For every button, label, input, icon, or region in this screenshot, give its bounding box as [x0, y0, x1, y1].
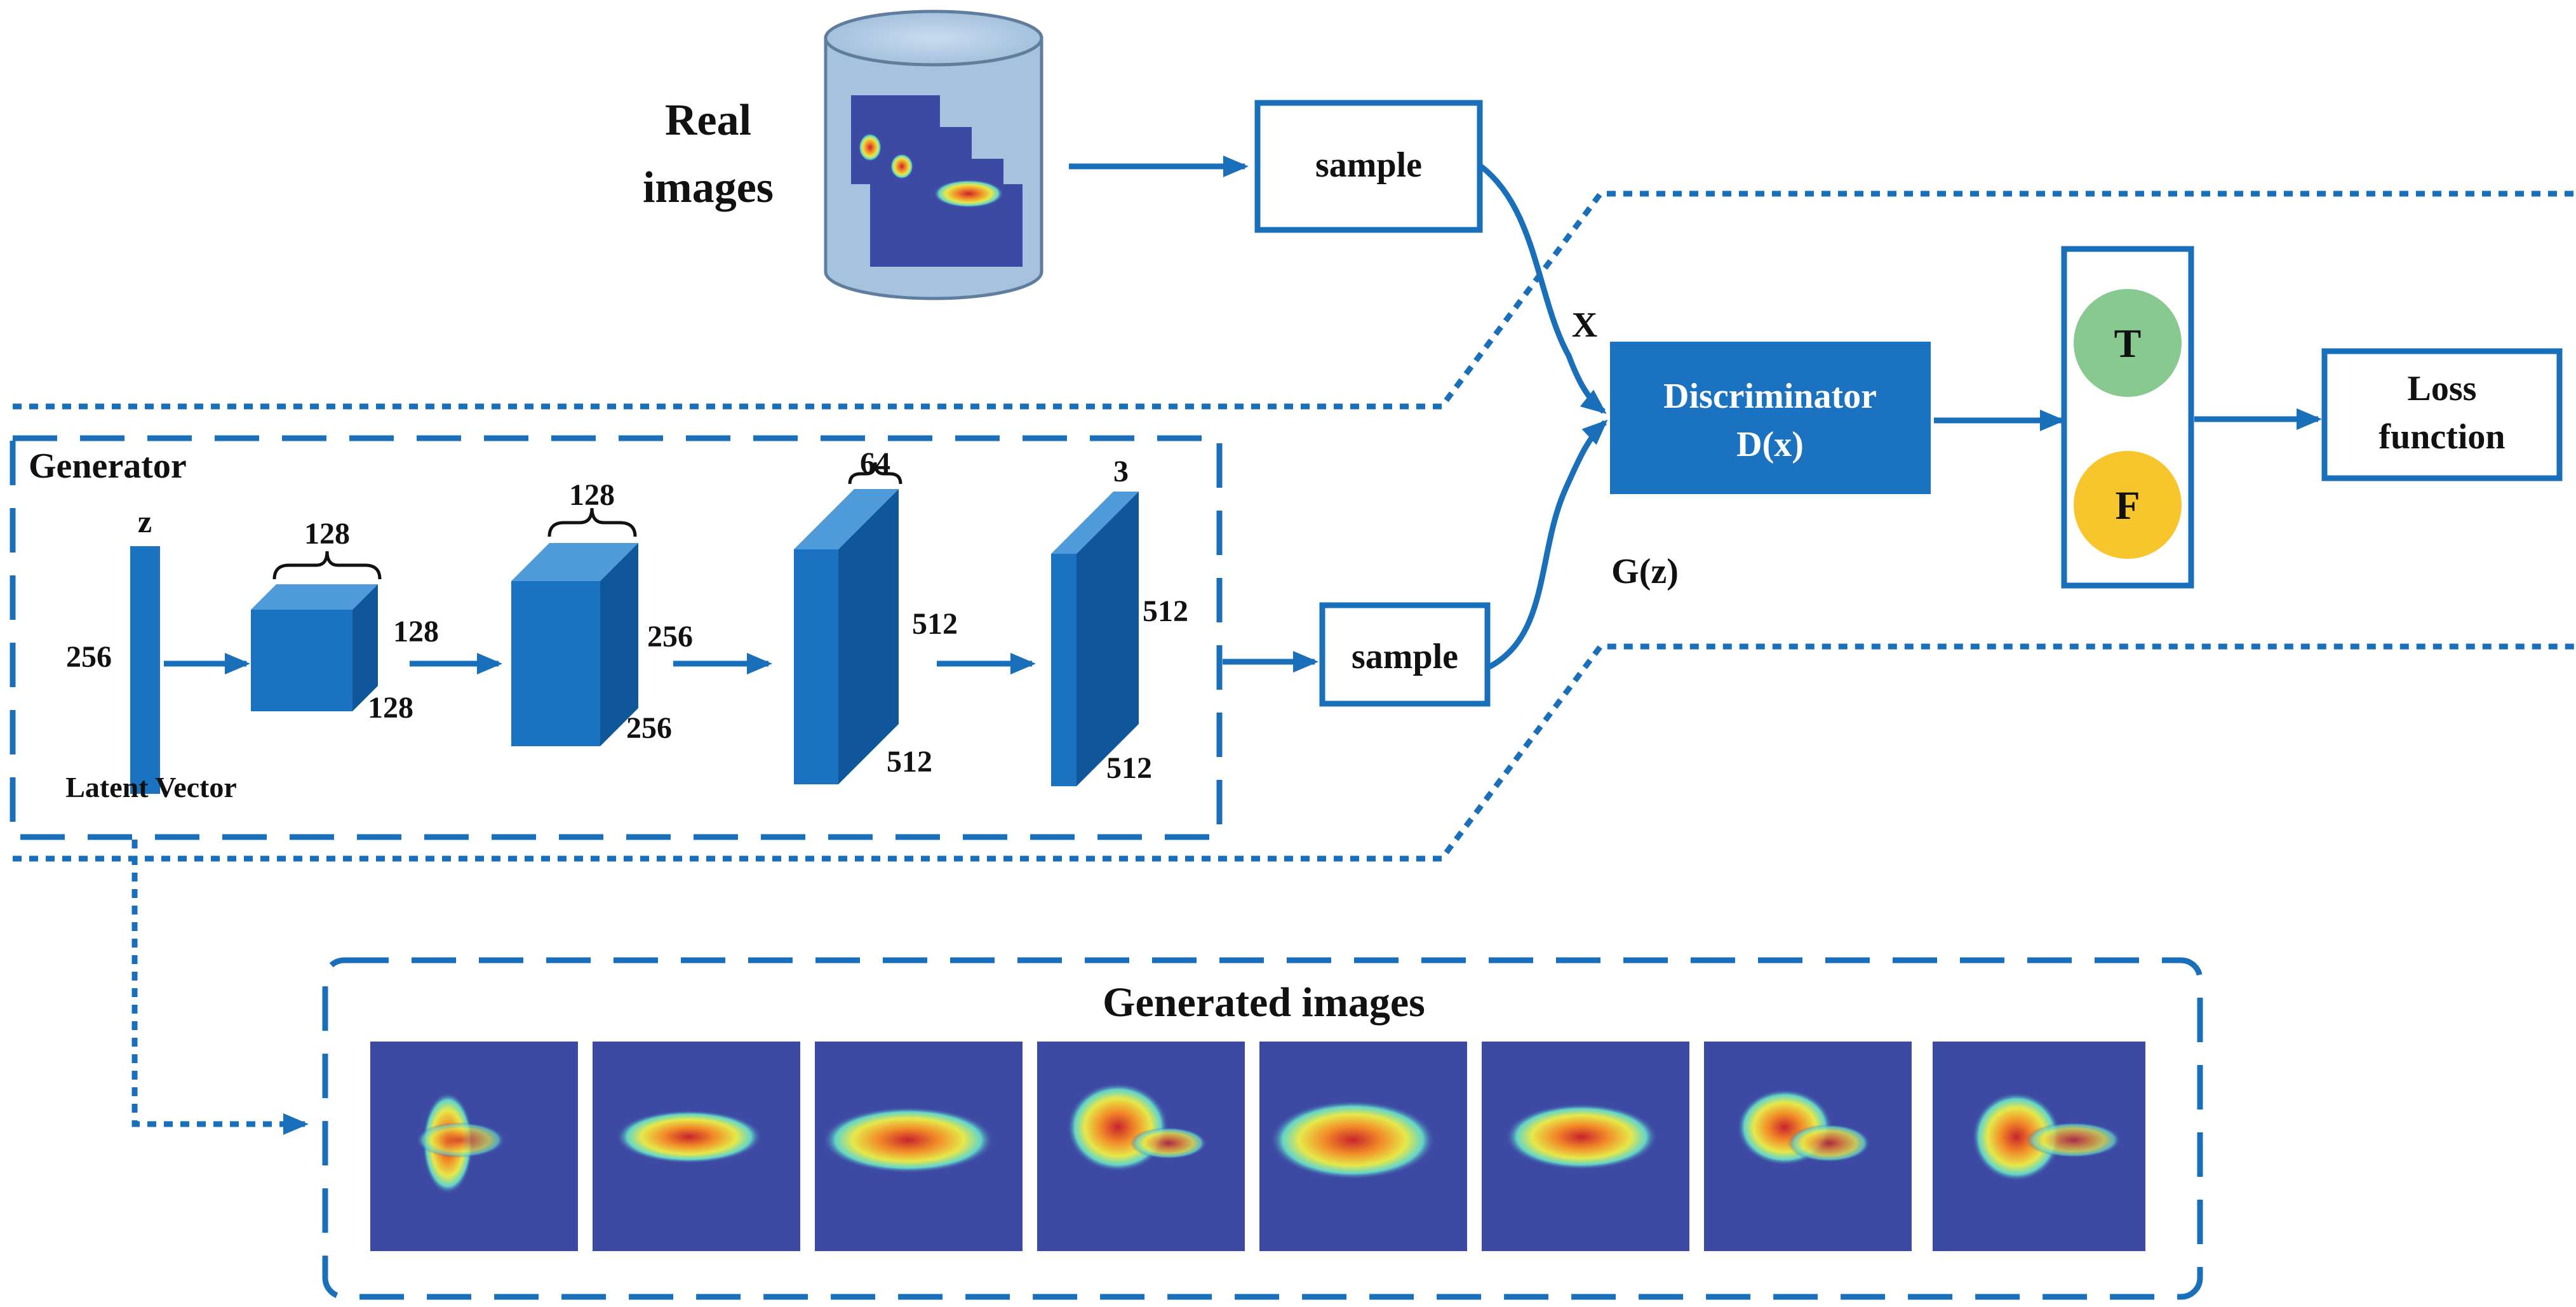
generated-images-title: Generated images: [1103, 979, 1425, 1026]
latent-vector-bar: [130, 546, 160, 794]
arrow-x-to-discriminator: [1479, 164, 1607, 414]
generated-image-4: [1037, 1042, 1245, 1251]
loss-label-line1: Loss: [2408, 369, 2477, 408]
latent-height-label: 256: [66, 640, 112, 674]
block2-top-label: 128: [569, 478, 615, 512]
block3-top-label: 64: [860, 446, 890, 480]
conv-block-1: [251, 584, 378, 711]
block3-brace: [848, 462, 902, 485]
block1-brace: [272, 551, 382, 580]
true-label: T: [2114, 321, 2142, 366]
loss-label-line2: function: [2378, 417, 2505, 457]
latent-z-label: z: [138, 504, 152, 539]
block2-side-label: 256: [647, 620, 693, 654]
generated-image-2: [593, 1042, 800, 1251]
block4-bottom-label: 512: [1106, 751, 1152, 785]
false-circle: [2074, 451, 2182, 559]
generated-image-3: [815, 1042, 1023, 1251]
block4-top-label: 3: [1113, 455, 1129, 488]
generated-image-7: [1704, 1042, 1912, 1251]
sample-bottom-box: [1319, 602, 1491, 707]
arrow-generator-to-generated-images: [131, 840, 309, 1135]
block3-bottom-label: 512: [887, 745, 932, 779]
sample-bottom-label: sample: [1352, 637, 1458, 676]
generated-image-1: [370, 1042, 578, 1251]
generated-image-8: [1933, 1042, 2145, 1251]
block1-side-label: 128: [393, 615, 439, 648]
gz-input-label: G(z): [1611, 552, 1679, 591]
block3-side-label: 512: [912, 607, 958, 641]
block1-bottom-label: 128: [368, 691, 413, 725]
latent-vector-caption: Latent Vector: [65, 771, 237, 803]
zoom-dotted-line-bottom: [13, 643, 2576, 862]
real-images-label-line2: images: [643, 163, 774, 212]
conv-block-4: [1051, 492, 1139, 786]
sample-top-box: [1254, 100, 1483, 233]
real-images-database-icon: [824, 10, 1043, 300]
loss-function-box: [2321, 348, 2563, 481]
sample-top-label: sample: [1315, 145, 1422, 185]
generated-image-5: [1259, 1042, 1467, 1251]
block2-brace: [547, 507, 637, 537]
conv-block-3: [794, 489, 899, 784]
false-label: F: [2115, 483, 2140, 528]
real-images-label-line1: Real: [665, 96, 751, 145]
conv-block-2: [511, 543, 638, 746]
generated-image-6: [1482, 1042, 1689, 1251]
block2-bottom-label: 256: [626, 711, 672, 745]
block1-top-label: 128: [304, 517, 350, 551]
x-input-label: X: [1572, 305, 1597, 345]
block4-side-label: 512: [1143, 594, 1188, 628]
discriminator-function-label: D(x): [1736, 425, 1804, 464]
generator-title: Generator: [29, 446, 187, 486]
arrow-gz-to-discriminator: [1487, 419, 1608, 669]
discriminator-label: Discriminator: [1663, 377, 1877, 416]
zoom-dotted-line-top: [13, 191, 2576, 410]
discriminator-box: [1610, 342, 1931, 494]
true-circle: [2074, 289, 2182, 397]
